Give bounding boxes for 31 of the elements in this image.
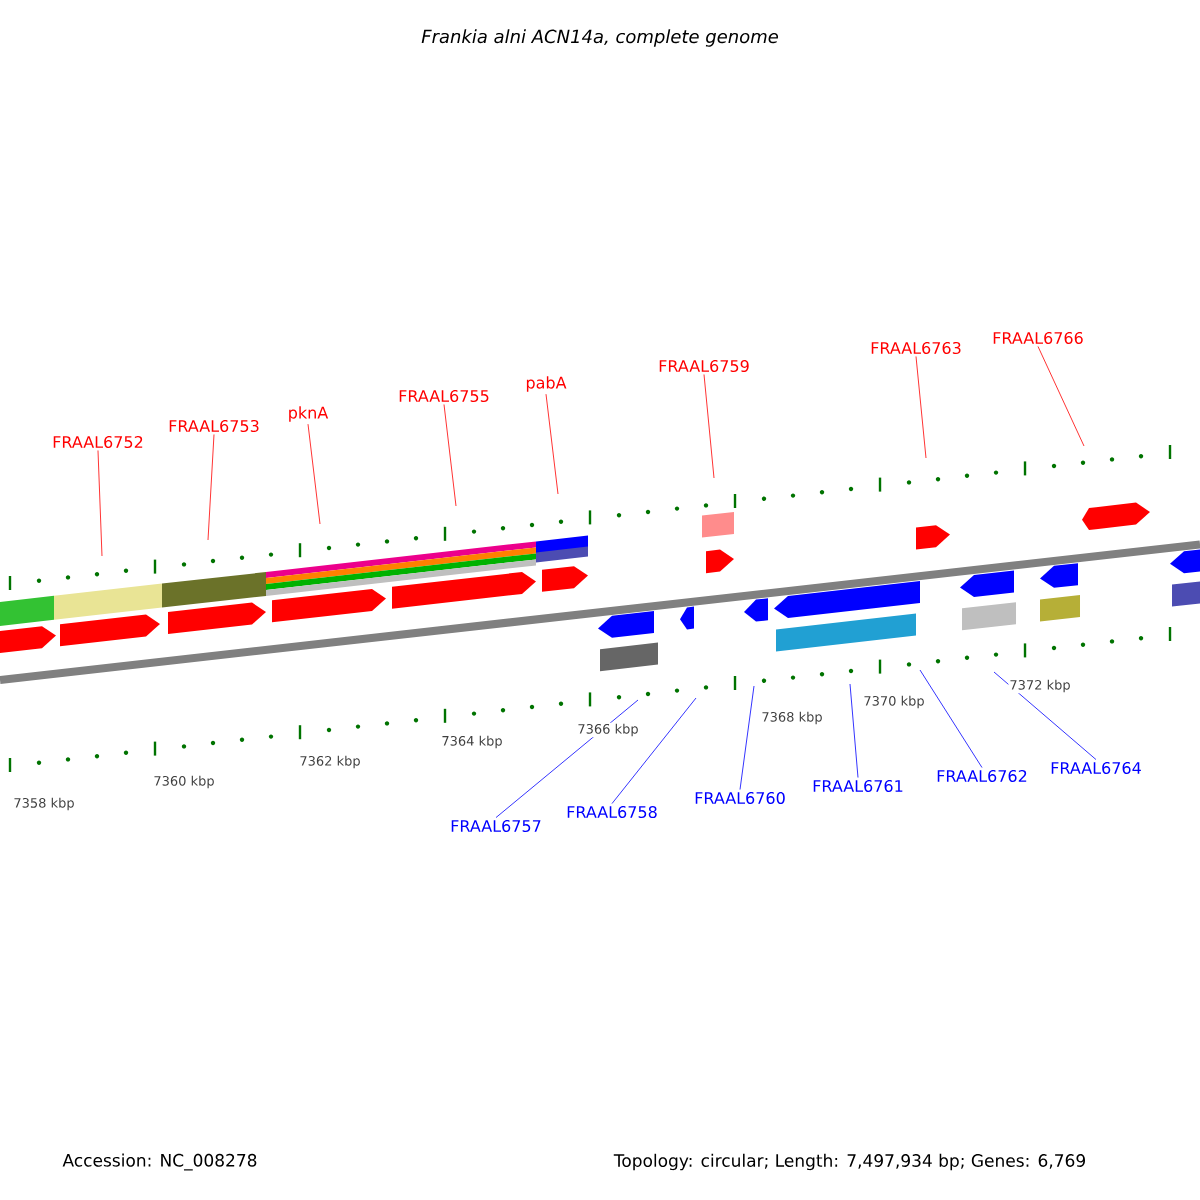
- genome-info-text: Topology: circular; Length: 7,497,934 bp; Genes: 6,769: [613, 1153, 1085, 1171]
- gene-label: FRAAL6759: [659, 359, 749, 373]
- leader-line: [307, 423, 321, 525]
- leader-line: [739, 685, 755, 790]
- leader-line: [919, 669, 983, 768]
- gene-label: FRAAL6766: [993, 331, 1083, 345]
- gene-label: FRAAL6755: [399, 389, 489, 403]
- leader-line: [545, 393, 559, 495]
- gene-label: FRAAL6760: [695, 791, 785, 805]
- leader-line: [993, 671, 1097, 760]
- gene-label: FRAAL6762: [937, 769, 1027, 783]
- leader-line: [849, 683, 859, 778]
- leader-line: [443, 404, 457, 507]
- gene-label: FRAAL6761: [813, 779, 903, 793]
- leader-line: [495, 699, 639, 818]
- leader-line: [207, 434, 215, 541]
- gene-label: FRAAL6763: [871, 341, 961, 355]
- leader-line: [915, 356, 927, 459]
- gene-label: pabA: [526, 376, 567, 392]
- gene-label: FRAAL6752: [53, 435, 143, 449]
- leader-line: [1037, 346, 1085, 447]
- leader-line: [611, 697, 697, 804]
- gene-label: FRAAL6764: [1051, 761, 1141, 775]
- leader-line: [97, 450, 103, 557]
- accession-text: Accession: NC_008278: [62, 1153, 257, 1171]
- leader-line: [703, 374, 715, 479]
- title: Frankia alni ACN14a, complete genome: [421, 29, 778, 47]
- gene-label: FRAAL6753: [169, 419, 259, 433]
- gene-label: FRAAL6757: [451, 819, 541, 833]
- gene-label: FRAAL6758: [567, 805, 657, 819]
- gene-label: pknA: [289, 406, 329, 422]
